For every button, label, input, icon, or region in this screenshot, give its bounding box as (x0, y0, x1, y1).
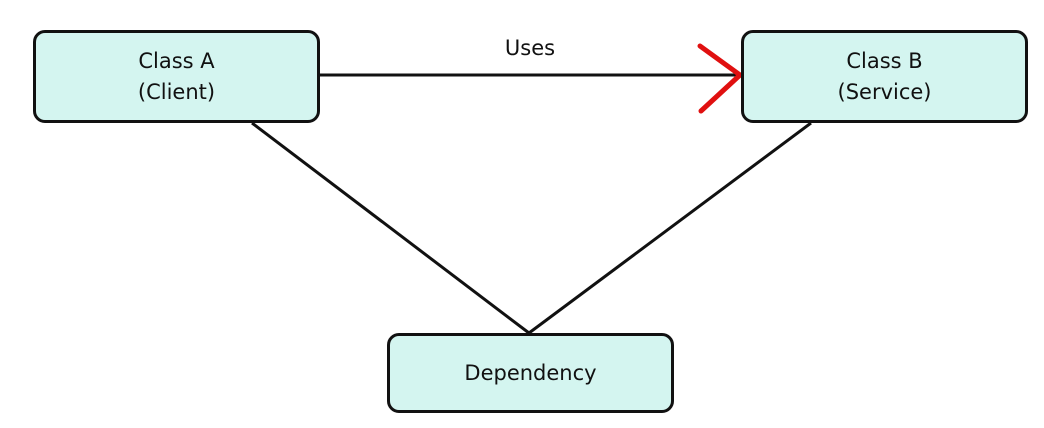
class-b-node: Class B (Service) (741, 30, 1028, 123)
edge-uses-label: Uses (504, 36, 556, 60)
dependency-label: Dependency (464, 360, 597, 385)
class-b-label: Class B (Service) (837, 48, 932, 104)
class-a-label: Class A (Client) (137, 48, 216, 104)
dependency-node: Dependency (387, 333, 674, 413)
class-a-node: Class A (Client) (33, 30, 320, 123)
edge-b-to-dependency-line (528, 121, 812, 335)
arrowhead-mark (697, 43, 743, 114)
edge-a-to-dependency-line (251, 121, 530, 335)
